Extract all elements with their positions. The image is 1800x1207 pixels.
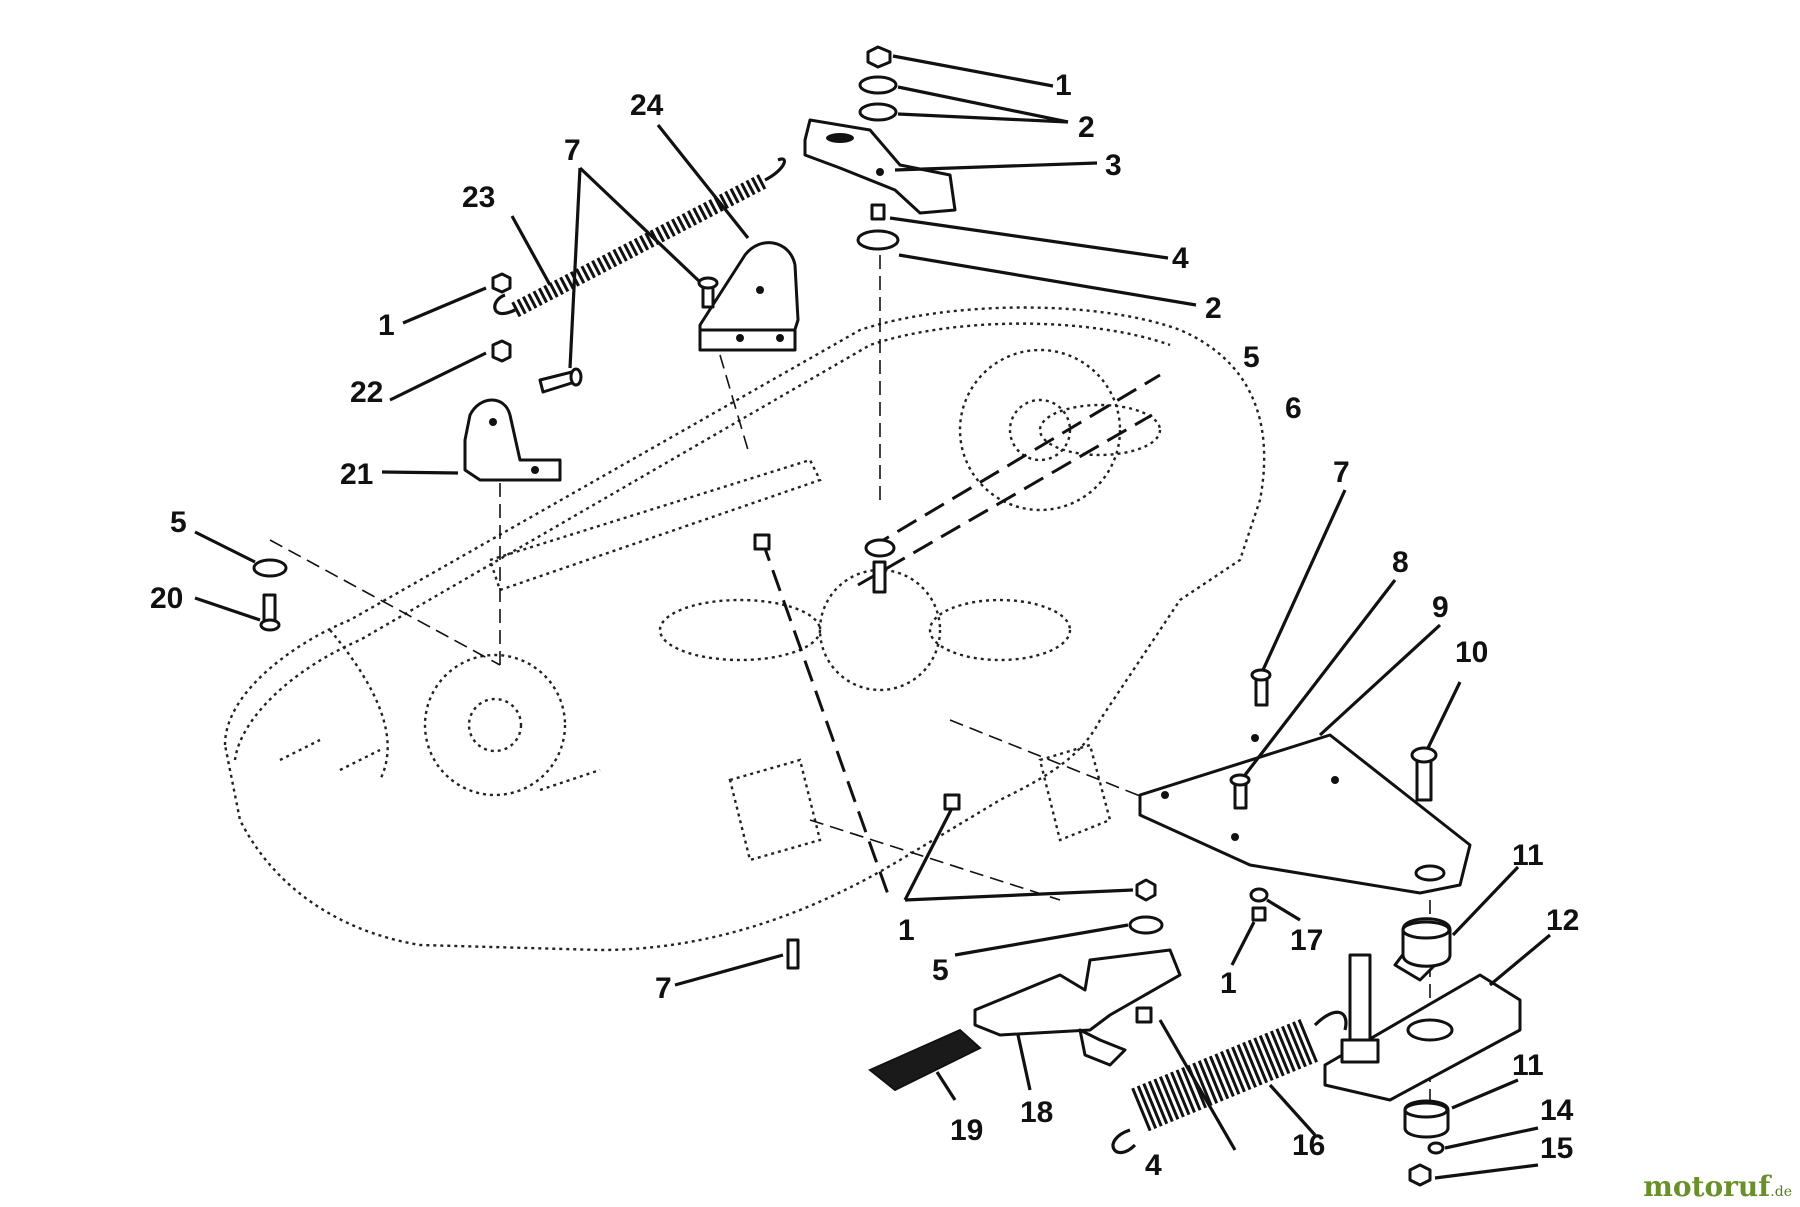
bracket-21	[463, 398, 562, 482]
spring-16	[1111, 1010, 1348, 1155]
label-1-bottom: 1	[898, 914, 915, 947]
label-8: 8	[1392, 546, 1409, 579]
label-16: 16	[1292, 1129, 1325, 1162]
part-labels: 1 2 3 4 2 1 22 21 23 7 24 5 6 5 20 7 8 9…	[150, 69, 1579, 1182]
bushing-11-lower	[1403, 1099, 1450, 1139]
label-4-bottom: 4	[1145, 1149, 1162, 1182]
extension-spring-23	[493, 157, 786, 318]
label-2-top: 2	[1078, 111, 1095, 144]
label-1-left: 1	[378, 309, 395, 342]
label-12: 12	[1546, 904, 1579, 937]
pedal-lever-18	[973, 948, 1182, 1067]
label-7-top: 7	[564, 134, 581, 167]
label-23: 23	[462, 181, 495, 214]
label-5-bottom: 5	[932, 954, 949, 987]
label-15: 15	[1540, 1132, 1573, 1165]
label-5-center: 5	[1243, 341, 1260, 374]
label-1-pedal: 1	[1220, 967, 1237, 1000]
pedal-pad-19	[868, 1028, 982, 1092]
label-7-bottom: 7	[655, 972, 672, 1005]
label-22: 22	[350, 376, 383, 409]
leader-lines	[194, 54, 1552, 1180]
label-21: 21	[340, 458, 373, 491]
label-9: 9	[1432, 591, 1449, 624]
label-1-top: 1	[1055, 69, 1072, 102]
label-17: 17	[1290, 924, 1323, 957]
label-18: 18	[1020, 1096, 1053, 1129]
block-12	[1323, 943, 1522, 1102]
lever-bar-3	[803, 118, 957, 215]
label-11-lower: 11	[1512, 1049, 1544, 1082]
label-24: 24	[630, 89, 664, 122]
label-10: 10	[1455, 636, 1488, 669]
label-3: 3	[1105, 149, 1122, 182]
bushing-11-upper	[1401, 917, 1452, 968]
hardware	[252, 45, 1445, 1187]
label-7-right: 7	[1333, 456, 1350, 489]
plate-9	[1138, 733, 1472, 895]
label-14: 14	[1540, 1094, 1574, 1127]
label-20: 20	[150, 582, 183, 615]
bracket-24	[698, 241, 800, 352]
label-2-lower: 2	[1205, 292, 1222, 325]
label-5-left: 5	[170, 506, 187, 539]
watermark-suffix: .de	[1770, 1184, 1792, 1200]
label-19: 19	[950, 1114, 983, 1147]
watermark-text: motoruf	[1643, 1170, 1771, 1203]
label-11-upper: 11	[1512, 839, 1544, 872]
watermark-logo: motoruf.de	[1643, 1170, 1792, 1203]
label-6: 6	[1285, 392, 1302, 425]
label-4-top: 4	[1172, 242, 1189, 275]
